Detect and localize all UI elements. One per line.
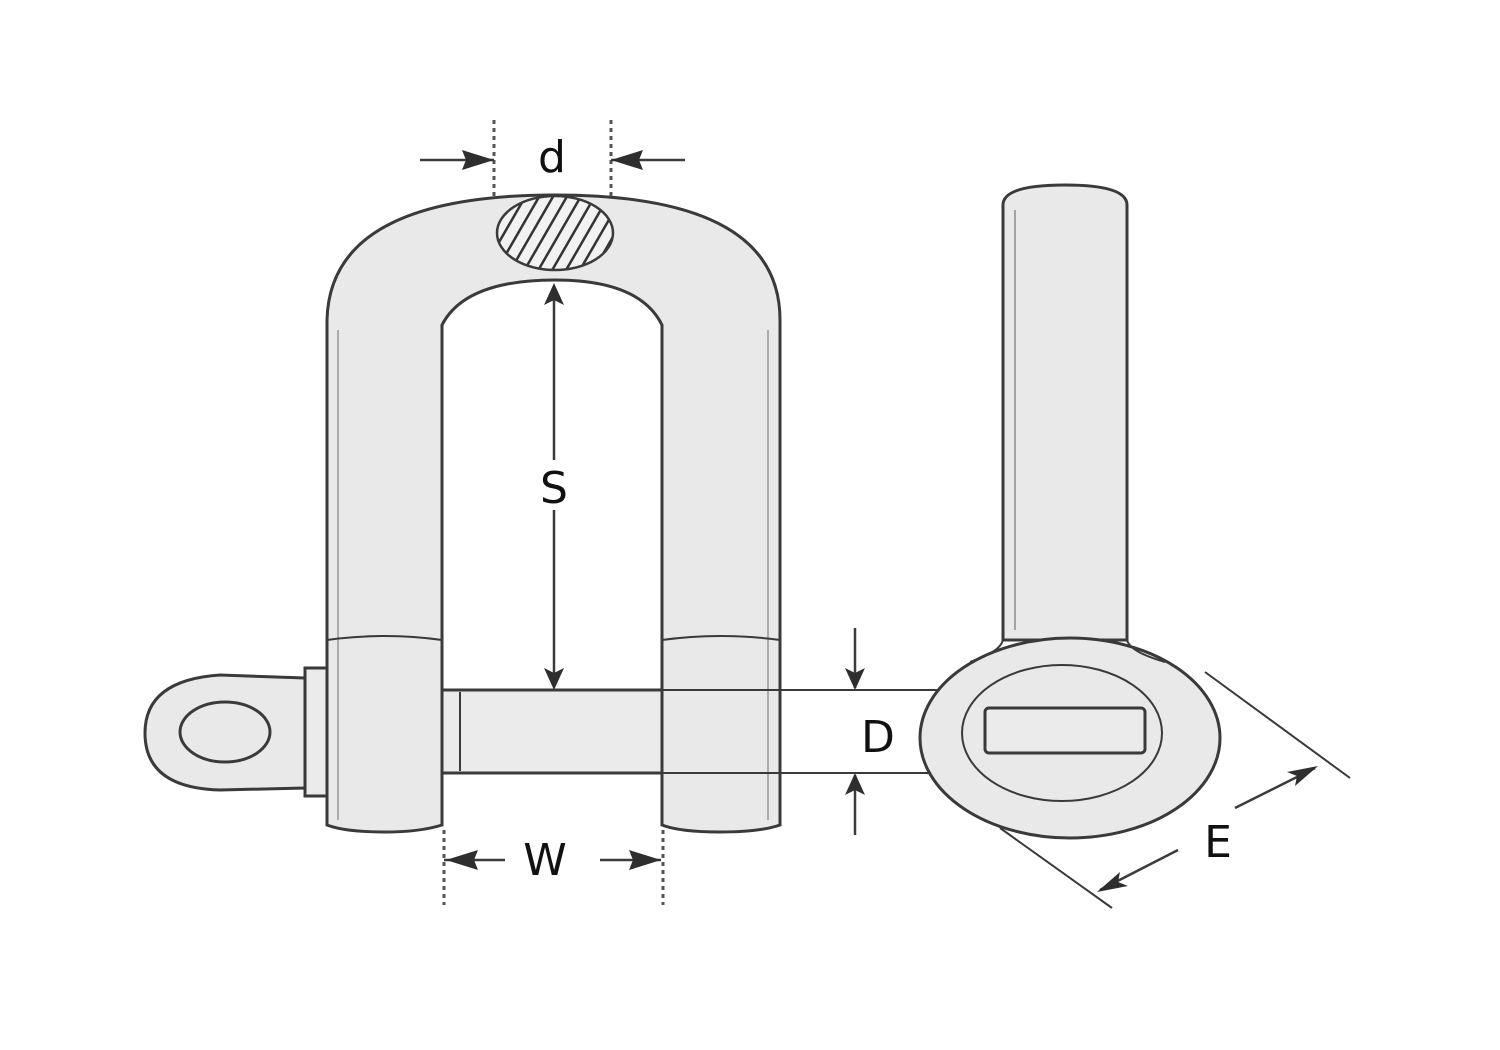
label-e: E <box>1204 817 1232 868</box>
pin-head-slot <box>983 706 1147 755</box>
pin-body <box>440 688 664 775</box>
dimension-s: S <box>528 283 580 690</box>
shackle-front-view <box>143 193 1030 834</box>
pin-eye <box>143 666 329 798</box>
label-d: d <box>538 132 566 183</box>
dimension-d-pin: D <box>845 628 895 835</box>
side-bow <box>1001 183 1129 642</box>
dimension-d: d <box>420 120 685 200</box>
shackle-side-view <box>918 183 1222 840</box>
right-leg-collar <box>661 635 781 641</box>
shackle-bow <box>325 193 782 834</box>
label-s: S <box>540 463 568 514</box>
left-leg-collar <box>326 635 443 641</box>
label-w: W <box>523 835 567 886</box>
wire-cross-section <box>495 194 615 272</box>
dimension-w: W <box>442 830 665 905</box>
dimension-e: E <box>999 671 1351 909</box>
label-D: D <box>861 712 895 763</box>
